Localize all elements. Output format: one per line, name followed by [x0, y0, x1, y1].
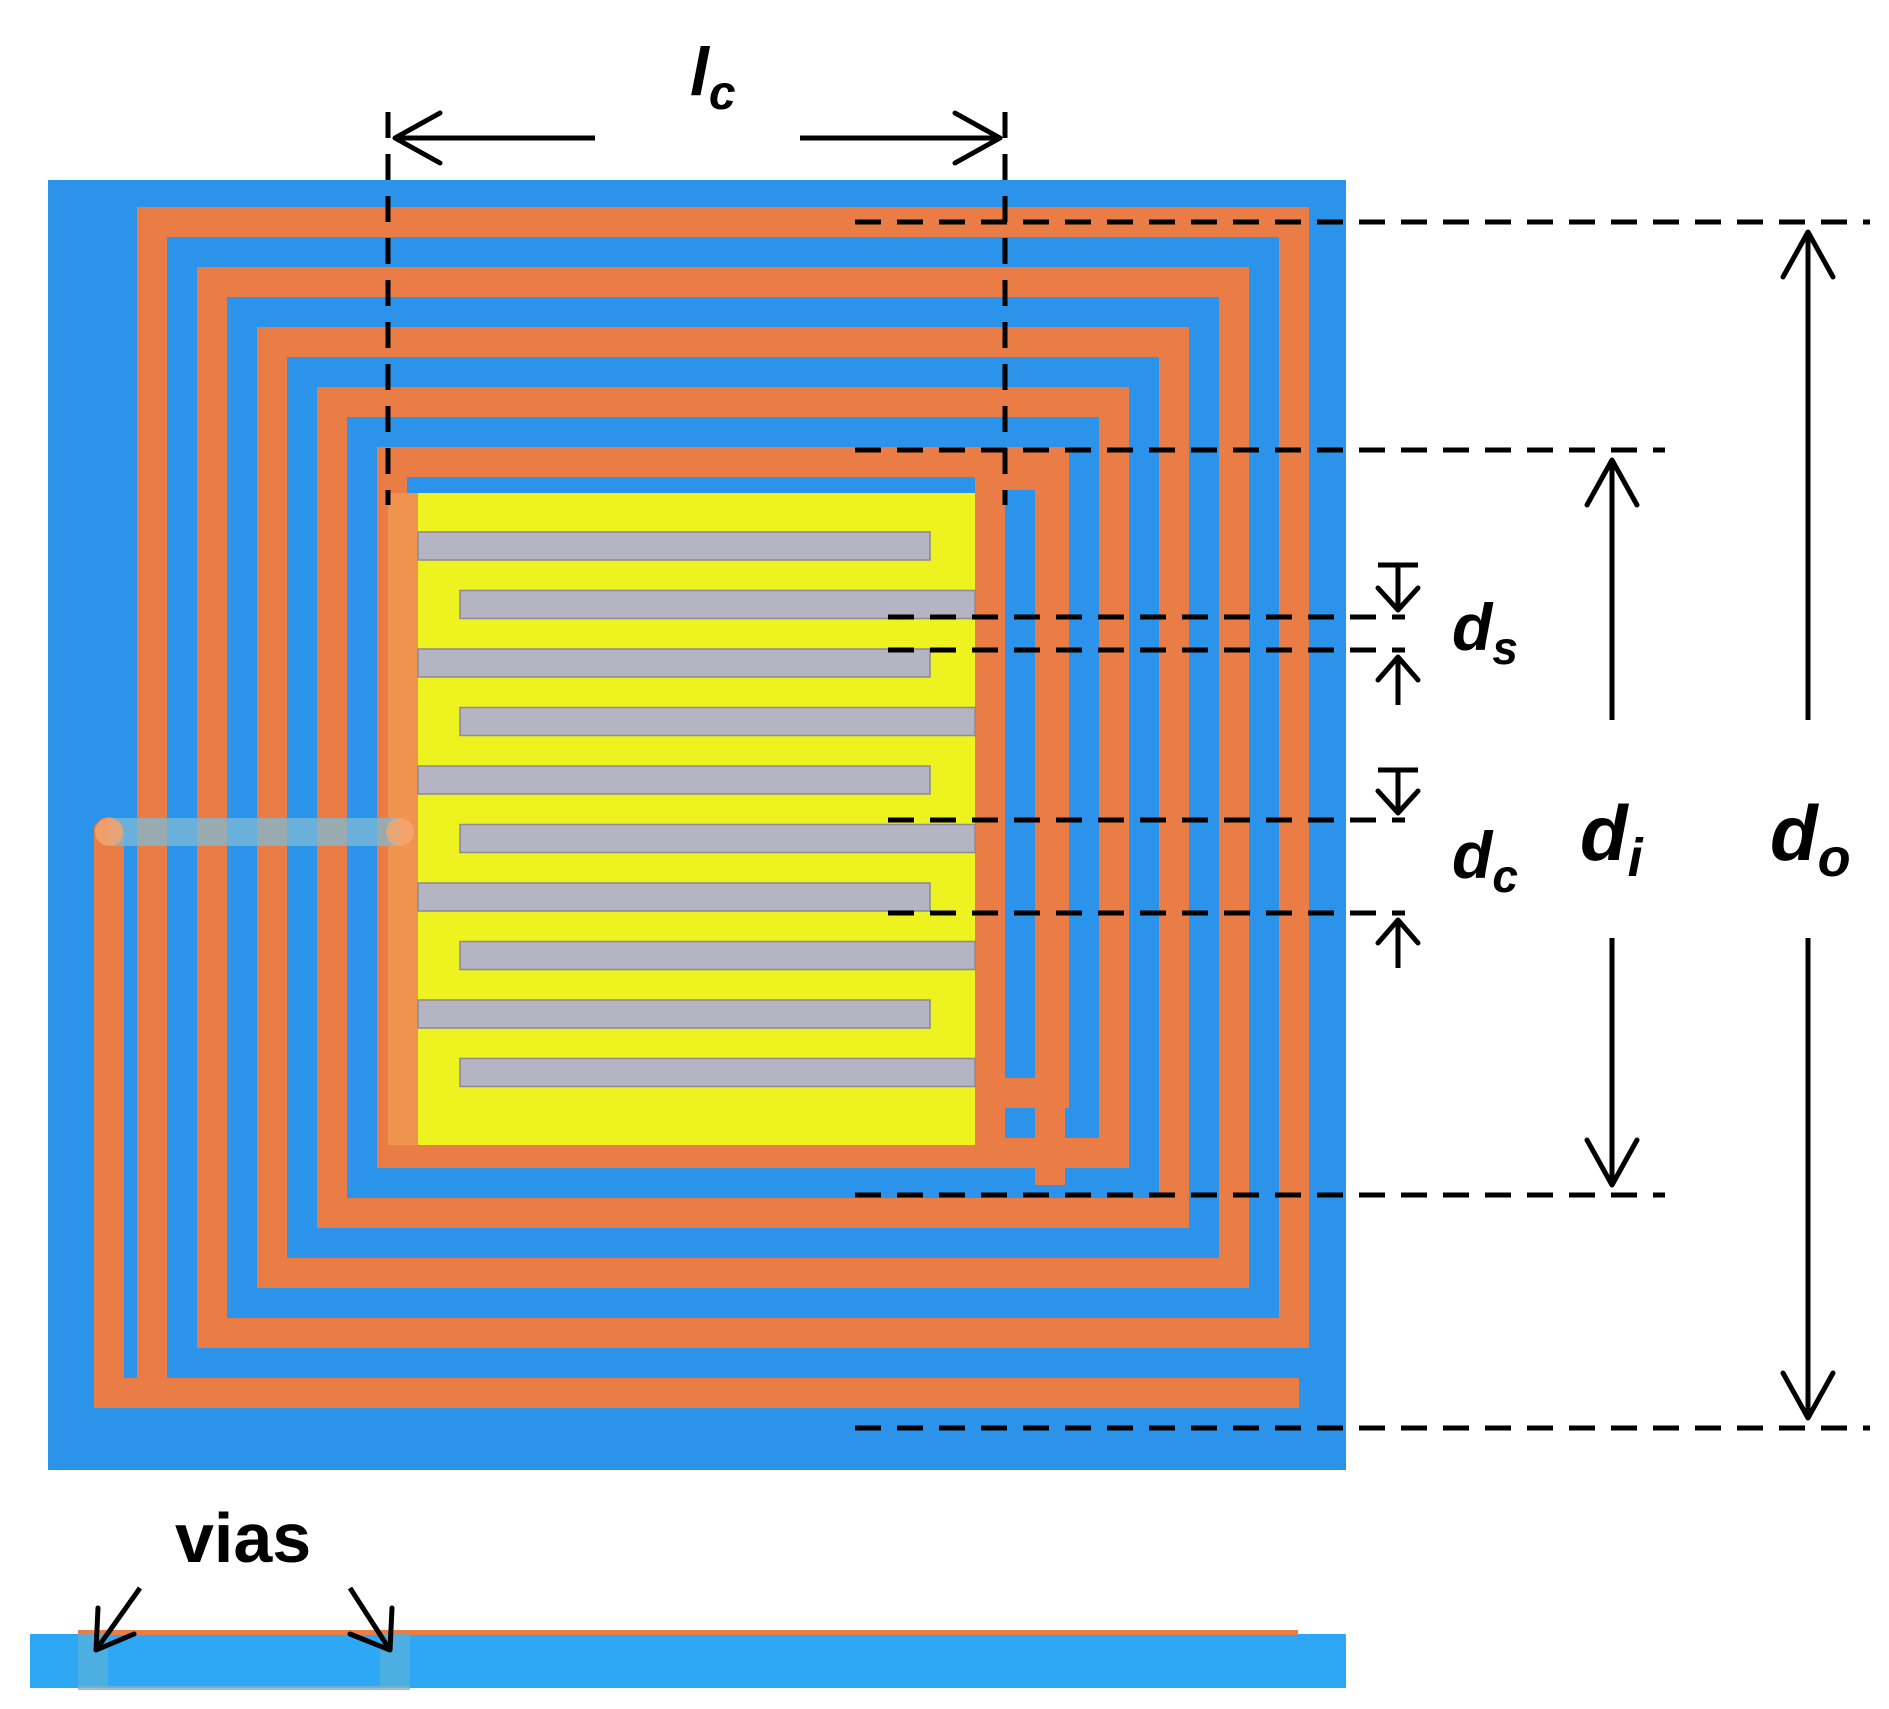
side-via-bottom-link	[78, 1686, 410, 1690]
label-ds-main: d	[1452, 590, 1494, 664]
interdigital-capacitor	[388, 493, 976, 1145]
via-bridge-trace	[110, 818, 400, 846]
dim-do-head-bottom	[1780, 1370, 1836, 1421]
side-view	[30, 1630, 1346, 1690]
dim-ds-head-bottom	[1375, 654, 1421, 683]
via-right	[386, 818, 414, 846]
side-substrate	[30, 1634, 1346, 1688]
label-do: do	[1770, 789, 1851, 888]
capacitor-finger	[417, 531, 931, 561]
label-do-sub: o	[1818, 828, 1851, 888]
capacitor-finger	[459, 1057, 976, 1088]
coil-lead-bottom	[94, 1378, 1299, 1408]
label-di-main: d	[1580, 789, 1629, 877]
label-vias: vias	[175, 1499, 311, 1577]
coil-inner-right	[975, 460, 1005, 1145]
dim-do-head-top	[1780, 229, 1836, 280]
dim-di-head-bottom	[1584, 1137, 1640, 1188]
label-lc: lc	[690, 34, 736, 120]
dim-vias-head-left	[93, 1605, 137, 1653]
capacitor-finger	[417, 999, 931, 1029]
side-coil-layer	[78, 1630, 1298, 1635]
capacitor-finger	[459, 940, 976, 971]
label-di-sub: i	[1628, 828, 1644, 888]
label-ds-sub: s	[1492, 622, 1518, 674]
dim-lc-head-right	[952, 110, 1003, 166]
capacitor-finger	[417, 765, 931, 795]
label-dc-main: d	[1452, 818, 1494, 892]
label-di: di	[1580, 789, 1644, 888]
dim-vias-head-right	[347, 1605, 395, 1653]
dim-lc-head-left	[392, 110, 443, 166]
capacitor-finger	[459, 589, 976, 620]
coil-lead-left	[94, 825, 124, 1395]
dim-dc-head-top	[1375, 788, 1421, 816]
via-left	[95, 818, 123, 846]
capacitor-finger	[417, 882, 931, 912]
dimension-lines	[93, 110, 1870, 1653]
label-dc-sub: c	[1492, 850, 1518, 902]
dim-vias-arrow-left	[93, 1586, 143, 1652]
label-lc-main: l	[690, 34, 711, 110]
via-bridge	[95, 818, 414, 846]
dim-di-head-top	[1584, 457, 1640, 508]
label-do-main: d	[1770, 789, 1819, 877]
capacitor-finger	[417, 648, 931, 678]
label-ds: ds	[1452, 590, 1518, 674]
dim-dc-head-bottom	[1375, 917, 1421, 946]
capacitor-finger	[459, 823, 976, 854]
capacitor-finger	[459, 706, 976, 737]
dim-vias-arrow-right	[347, 1586, 393, 1652]
label-lc-sub: c	[709, 67, 736, 120]
dim-ds-head-top	[1375, 585, 1421, 613]
label-dc: dc	[1452, 818, 1518, 902]
